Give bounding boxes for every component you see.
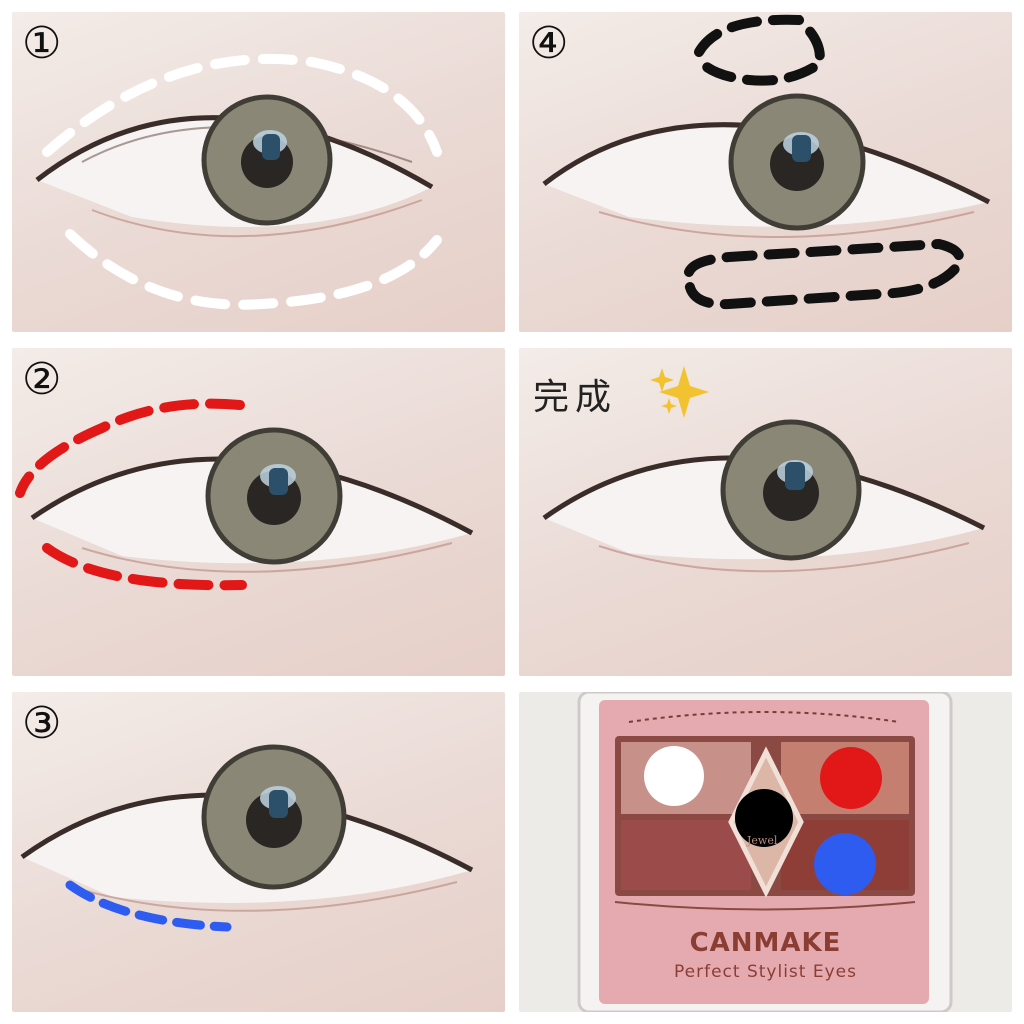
step-3-panel: ③: [12, 692, 505, 1012]
eye-illustration: [20, 744, 474, 912]
step-number: ③: [22, 698, 62, 749]
step-number: ④: [529, 18, 569, 69]
eyeshadow-palette: [577, 692, 953, 1012]
step-4-panel: ④: [519, 12, 1012, 332]
product-name: Perfect Stylist Eyes: [674, 962, 857, 982]
highlight-outline-white: [42, 53, 442, 310]
finished-label: 完成: [533, 377, 618, 418]
marker-blue: [814, 833, 876, 895]
brand-name: CANMAKE: [689, 928, 842, 958]
marker-white: [644, 746, 704, 806]
finished-panel: 完成: [519, 348, 1012, 676]
step-number: ①: [22, 18, 62, 69]
marker-red: [820, 747, 882, 809]
step-2-panel: ②: [12, 348, 505, 676]
palette-panel: Jewel CANMAKE Perfect Stylist Eyes: [519, 692, 1012, 1012]
eye-illustration: [35, 94, 434, 238]
step-number: ②: [22, 354, 62, 405]
marker-black: [735, 789, 793, 847]
sparkles-icon: [650, 366, 709, 418]
eye-illustration: [542, 93, 991, 238]
palette-center-label: Jewel: [747, 834, 778, 847]
step-1-panel: ①: [12, 12, 505, 332]
highlight-outline-red: [15, 398, 247, 591]
highlight-outline-blue: [65, 880, 232, 932]
highlight-outline-black: [684, 14, 965, 310]
eye-illustration: [30, 427, 474, 573]
eye-illustration: [542, 419, 986, 573]
